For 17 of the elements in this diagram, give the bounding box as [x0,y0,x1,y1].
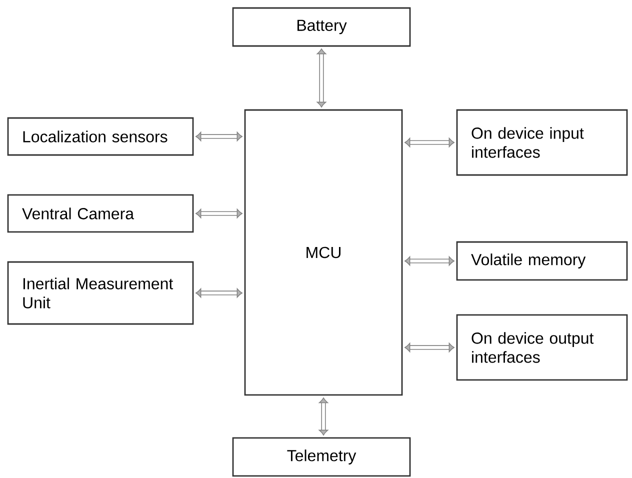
double-arrow [196,208,242,218]
double-arrow [404,138,454,148]
double-arrow [404,256,454,266]
double-arrow [196,288,242,298]
block-box: On device input interfaces [456,109,628,176]
block-box: Inertial Measurement Unit [7,261,194,325]
block-box: MCU [244,109,403,396]
block-box: Ventral Camera [7,194,194,233]
double-arrow [316,48,326,108]
block-box: Volatile memory [456,241,628,281]
block-box: Localization sensors [7,117,194,156]
double-arrow [318,398,328,436]
block-box: Telemetry [232,437,411,477]
block-box: On device output interfaces [456,314,628,381]
double-arrow [196,132,242,142]
block-box: Battery [232,7,411,47]
double-arrow [404,342,454,352]
